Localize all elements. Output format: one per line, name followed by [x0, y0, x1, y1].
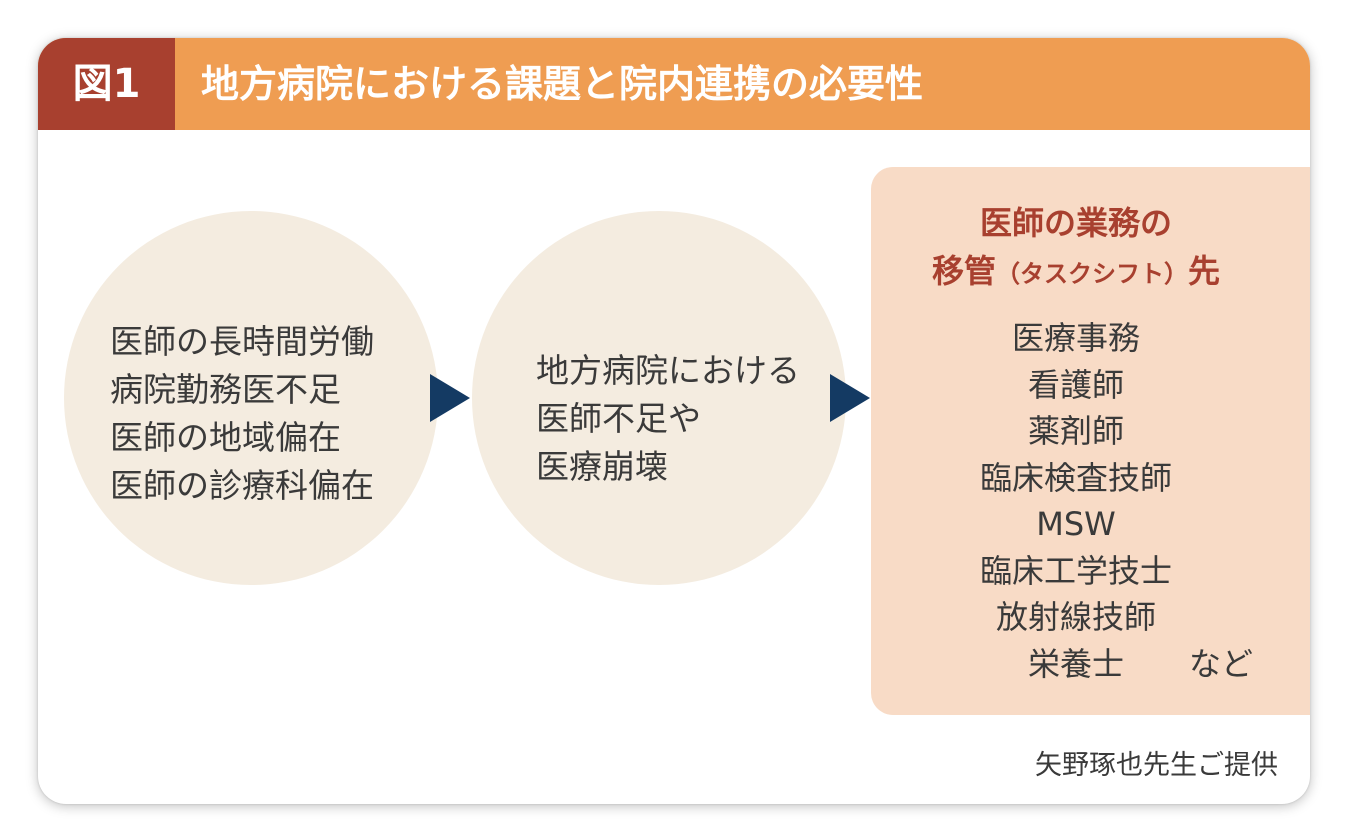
- arrow-right-icon: [830, 374, 870, 422]
- task-shift-list: 医療事務 看護師 薬剤師 臨床検査技師 MSW 臨床工学技士 放射線技師 栄養士…: [871, 315, 1281, 687]
- panel-title: 医師の業務の 移管（タスクシフト）先: [871, 199, 1281, 298]
- etc-label: など: [1189, 644, 1254, 683]
- result-line: 医療崩壊: [536, 447, 668, 486]
- figure-label: 図1: [38, 38, 175, 130]
- panel-title-end: 先: [1188, 252, 1221, 290]
- list-item: 臨床検査技師: [979, 458, 1172, 497]
- problem-line: 医師の地域偏在: [110, 418, 341, 457]
- list-item: MSW: [1036, 505, 1116, 543]
- arrow-right-icon: [430, 374, 470, 422]
- result-circle: [472, 211, 846, 585]
- figure-title: 地方病院における課題と院内連携の必要性: [201, 62, 924, 106]
- list-item: 看護師: [1027, 365, 1124, 404]
- panel-title-line1: 医師の業務の: [979, 204, 1172, 242]
- problem-line: 医師の診療科偏在: [110, 466, 374, 505]
- result-line: 地方病院における: [536, 351, 800, 390]
- list-item: 薬剤師: [1027, 412, 1124, 450]
- result-line: 医師不足や: [536, 399, 701, 438]
- list-item: 栄養士: [1027, 644, 1124, 683]
- list-item: 医療事務: [1011, 319, 1140, 357]
- credit-line: 矢野琢也先生ご提供: [1035, 750, 1278, 781]
- panel-title-paren: （タスクシフト）: [996, 260, 1188, 288]
- figure-card: 図1 地方病院における課題と院内連携の必要性 医師の長時間労働 病院勤務医不足 …: [38, 38, 1310, 804]
- panel-title-main: 移管: [931, 252, 996, 290]
- figure-header: 図1 地方病院における課題と院内連携の必要性: [38, 38, 1310, 130]
- list-item: 放射線技師: [995, 598, 1156, 636]
- task-shift-panel: 医師の業務の 移管（タスクシフト）先 医療事務 看護師 薬剤師 臨床検査技師 M…: [871, 167, 1310, 715]
- result-list: 地方病院における 医師不足や 医療崩壊: [536, 347, 800, 491]
- list-item: 臨床工学技士: [979, 551, 1172, 590]
- problem-line: 医師の長時間労働: [110, 322, 374, 361]
- problem-circle: [64, 211, 438, 585]
- list-item-last: 栄養士 など: [871, 641, 1281, 688]
- problem-line: 病院勤務医不足: [110, 370, 341, 409]
- problem-list: 医師の長時間労働 病院勤務医不足 医師の地域偏在 医師の診療科偏在: [110, 318, 374, 510]
- panel-title-line2: 移管（タスクシフト）先: [871, 247, 1281, 298]
